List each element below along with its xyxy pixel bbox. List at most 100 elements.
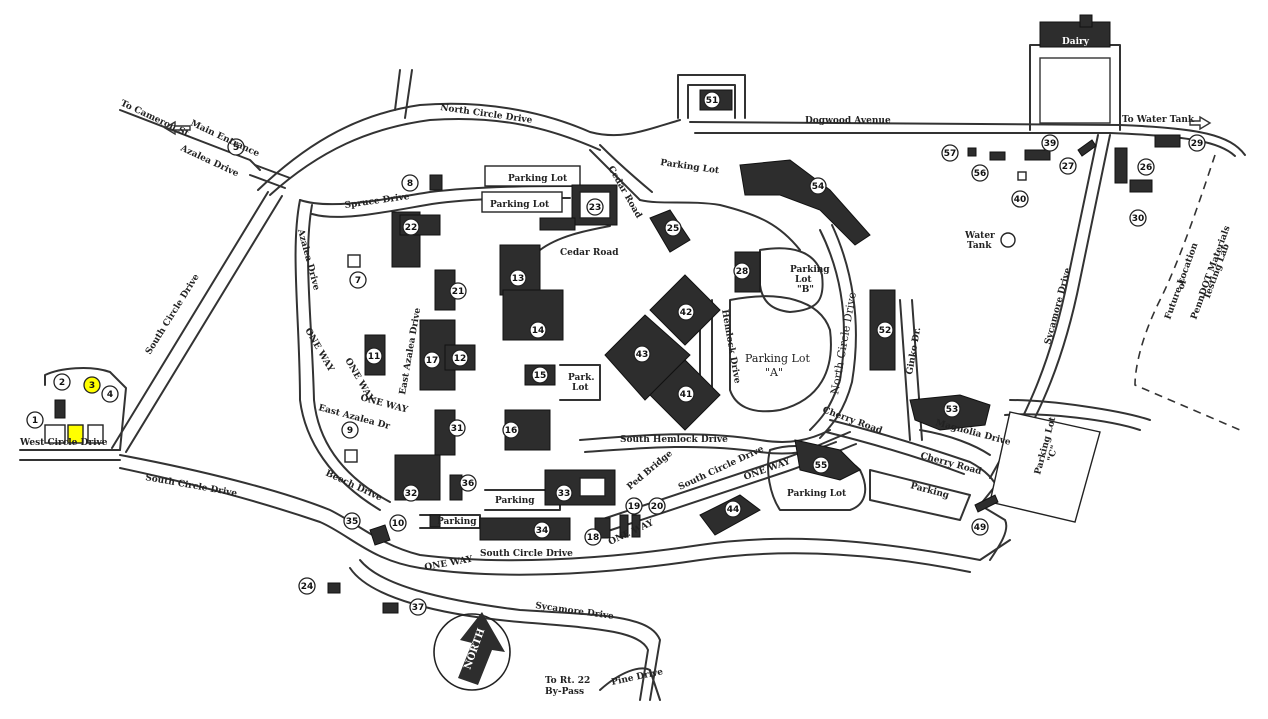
marker-text-11: 11 <box>368 352 381 362</box>
label-hemlock-drive: Hemlock Drive <box>719 309 742 385</box>
marker-circle-43 <box>633 345 651 363</box>
marker-circle-33 <box>555 484 573 502</box>
marker-20: 20 <box>648 497 666 515</box>
label-sycamore-drive-east: Sycamore Drive <box>1043 267 1073 346</box>
marker-text-10: 10 <box>392 519 405 529</box>
marker-circle-25 <box>664 219 682 237</box>
marker-text-22: 22 <box>405 223 418 233</box>
marker-circle-2 <box>53 373 71 391</box>
marker-circle-17 <box>423 351 441 369</box>
marker-56: 56 <box>971 164 989 182</box>
marker-text-23: 23 <box>589 203 602 213</box>
marker-circle-49 <box>971 518 989 536</box>
marker-circle-3 <box>83 376 101 394</box>
label-parking-south: Parking <box>495 496 535 506</box>
label-parking-lot-spruce: Parking Lot <box>508 174 568 184</box>
marker-text-31: 31 <box>451 424 464 434</box>
marker-text-16: 16 <box>505 426 518 436</box>
marker-circle-18 <box>584 528 602 546</box>
marker-circle-42 <box>677 303 695 321</box>
label-south-hemlock-drive: South Hemlock Drive <box>620 435 728 445</box>
future-penndot-site <box>1134 154 1241 431</box>
marker-text-49: 49 <box>974 523 987 533</box>
marker-34: 34 <box>533 521 551 539</box>
marker-54: 54 <box>809 177 827 195</box>
marker-circle-56 <box>971 164 989 182</box>
marker-text-7: 7 <box>355 276 361 286</box>
marker-text-20: 20 <box>651 502 664 512</box>
marker-circle-4 <box>101 385 119 403</box>
arrow-right-icon <box>1189 115 1212 131</box>
marker-circle-11 <box>365 347 383 365</box>
marker-12: 12 <box>451 349 469 367</box>
marker-39: 39 <box>1041 134 1059 152</box>
marker-57: 57 <box>941 144 959 162</box>
marker-37: 37 <box>409 598 427 616</box>
marker-52: 52 <box>876 321 894 339</box>
label-to-cameron-st: To Cameron St. <box>119 99 193 141</box>
marker-circle-7 <box>349 271 367 289</box>
label-parking-lot-cedar: Parking Lot <box>660 158 721 176</box>
marker-text-36: 36 <box>462 479 475 489</box>
marker-circle-44 <box>724 500 742 518</box>
marker-circle-32 <box>402 484 420 502</box>
marker-circle-52 <box>876 321 894 339</box>
north-arrow-icon <box>458 612 505 685</box>
marker-40: 40 <box>1011 190 1029 208</box>
marker-circle-57 <box>941 144 959 162</box>
marker-circle-9 <box>341 421 359 439</box>
marker-circle-31 <box>448 419 466 437</box>
sycamore-drive-south-road <box>359 559 661 701</box>
marker-text-21: 21 <box>452 287 465 297</box>
label-to-rt22: To Rt. 22 <box>545 676 590 686</box>
label-parking-lot-b-2: Lot <box>795 275 812 285</box>
label-north-circle-drive-top: North Circle Drive <box>440 103 534 126</box>
marker-3: 3 <box>83 376 101 394</box>
marker-circle-14 <box>529 321 547 339</box>
marker-circle-30 <box>1129 209 1147 227</box>
label-water-tank-2: Tank <box>967 241 992 251</box>
building-34 <box>479 517 571 541</box>
areas <box>481 154 1241 523</box>
marker-51: 51 <box>703 91 721 109</box>
arrow-left-icon <box>163 120 191 136</box>
marker-text-43: 43 <box>636 350 649 360</box>
marker-circle-8 <box>401 174 419 192</box>
marker-43: 43 <box>633 345 651 363</box>
marker-circle-34 <box>533 521 551 539</box>
label-park-lot-1: Park. <box>568 373 594 383</box>
marker-text-12: 12 <box>454 354 467 364</box>
marker-circle-54 <box>809 177 827 195</box>
label-cedar-road: Cedar Road <box>560 248 619 258</box>
label-parking-lot-b-1: Parking <box>790 265 830 275</box>
marker-text-41: 41 <box>680 390 693 400</box>
marker-49: 49 <box>971 518 989 536</box>
label-parking-lot-spruce-2: Parking Lot <box>490 200 550 210</box>
road-network <box>19 44 1246 701</box>
marker-text-40: 40 <box>1014 195 1027 205</box>
marker-text-29: 29 <box>1191 139 1204 149</box>
marker-circle-39 <box>1041 134 1059 152</box>
marker-circle-19 <box>625 497 643 515</box>
marker-35: 35 <box>343 512 361 530</box>
marker-text-30: 30 <box>1132 214 1145 224</box>
marker-text-2: 2 <box>59 378 65 388</box>
north-arrow-circle <box>433 613 511 691</box>
marker-circle-24 <box>298 577 316 595</box>
marker-text-53: 53 <box>946 405 959 415</box>
marker-text-14: 14 <box>532 326 545 336</box>
north-circle-drive-road <box>257 102 681 191</box>
marker-circle-51 <box>703 91 721 109</box>
marker-circle-21 <box>449 282 467 300</box>
marker-text-37: 37 <box>412 603 425 613</box>
marker-circle-12 <box>451 349 469 367</box>
marker-text-44: 44 <box>727 505 740 515</box>
main-entrance-road <box>249 164 291 189</box>
marker-text-3: 3 <box>89 381 95 391</box>
marker-text-42: 42 <box>680 308 693 318</box>
label-future-2: of <box>1176 277 1189 291</box>
marker-text-25: 25 <box>667 224 680 234</box>
water-tank <box>1000 232 1016 248</box>
